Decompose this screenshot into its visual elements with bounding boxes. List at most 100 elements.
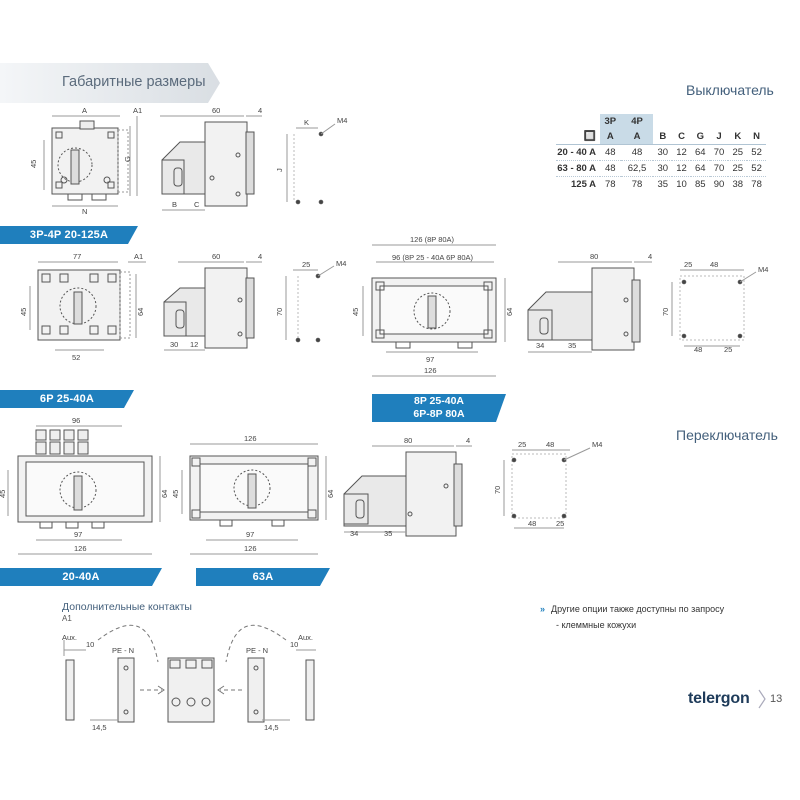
- dim-label: 48: [546, 440, 554, 449]
- table-col-b: B: [653, 129, 673, 145]
- dim-label: J: [275, 168, 284, 172]
- table-icon: 🔲: [556, 129, 600, 145]
- dim-label: M4: [336, 259, 346, 268]
- dim-label: 45: [351, 308, 360, 316]
- table-col-c: C: [672, 129, 691, 145]
- dim-label: 70: [493, 486, 502, 494]
- dim-label: 35: [384, 529, 392, 538]
- dim-label: M4: [592, 440, 602, 449]
- dim-label: 48: [528, 519, 536, 528]
- dim-label: 4: [648, 252, 652, 261]
- dim-label: 126: [244, 434, 257, 443]
- dim-label: G: [123, 156, 132, 162]
- drawing-20-40a-front: [7, 425, 161, 555]
- banner-8p: 8P 25-40A 6P-8P 80A: [372, 394, 506, 422]
- dim-label: 34: [536, 341, 544, 350]
- note-arrow-icon: »: [540, 604, 546, 614]
- dim-label: A1: [133, 106, 142, 115]
- dim-label: Aux.: [62, 633, 77, 642]
- dim-label: 96 (8P 25 - 40A 6P 80A): [392, 253, 474, 262]
- dim-label: 60: [212, 252, 220, 261]
- table-col-k: K: [728, 129, 748, 145]
- dim-label: 25: [302, 260, 310, 269]
- drawing-3p4p-mounting: [286, 123, 336, 205]
- dim-label: Aux.: [298, 633, 313, 642]
- page-number: 13: [770, 693, 783, 705]
- dim-label: 10: [290, 640, 298, 649]
- banner-6p: 6P 25-40A: [0, 390, 134, 408]
- dim-label: 52: [72, 353, 80, 362]
- note-line-1: »Другие опции также доступны по запросу: [540, 604, 725, 614]
- drawing-aux-contacts: [63, 624, 316, 723]
- header-tab: [0, 63, 220, 103]
- dim-label: PE - N: [246, 646, 268, 655]
- drawing-3p4p-front: [43, 115, 138, 207]
- dim-label: 70: [275, 308, 284, 316]
- drawing-changeover-side: [343, 445, 472, 537]
- dim-label: B: [172, 200, 177, 209]
- dim-label: 4: [466, 436, 470, 445]
- drawing-6p-side: [163, 261, 262, 351]
- table-head-3p: 3P: [600, 114, 621, 129]
- dimension-table: 3P 4P 🔲 A A B C G J K N 20 - 40 A 48 48 …: [556, 114, 766, 192]
- dim-label: N: [82, 207, 87, 216]
- dim-label: K: [304, 118, 309, 127]
- dim-label: 64: [326, 490, 335, 498]
- dim-label: 70: [661, 308, 670, 316]
- dim-label: A1: [134, 252, 143, 261]
- dim-label: 25: [556, 519, 564, 528]
- dim-label: 14,5: [92, 723, 107, 732]
- switch-section-title: Выключатель: [686, 82, 774, 98]
- dim-label: M4: [337, 116, 347, 125]
- drawing-3p4p-side: [160, 115, 262, 211]
- dim-label: 64: [505, 308, 514, 316]
- dim-label: 77: [73, 252, 81, 261]
- banner-63a: 63A: [196, 568, 330, 586]
- table-col-j: J: [709, 129, 729, 145]
- telergon-logo: telergon: [688, 690, 750, 707]
- dim-label: 96: [72, 416, 80, 425]
- chevron-right-icon: [758, 689, 766, 709]
- dim-label: 64: [160, 490, 169, 498]
- changeover-section-title: Переключатель: [676, 427, 778, 443]
- dim-label: 97: [426, 355, 434, 364]
- dim-label: 126: [424, 366, 437, 375]
- dim-label: 14,5: [264, 723, 279, 732]
- page-title: Габаритные размеры: [62, 74, 206, 90]
- table-col-a-3p: A: [600, 129, 621, 145]
- dim-label: 25: [724, 345, 732, 354]
- drawing-changeover-mounting: [503, 447, 591, 529]
- drawing-6p-mounting: [285, 265, 335, 343]
- dim-label: C: [194, 200, 200, 209]
- dim-label: M4: [758, 265, 768, 274]
- dim-label: 10: [86, 640, 94, 649]
- dim-label: 35: [568, 341, 576, 350]
- drawing-63a-front: [181, 443, 327, 555]
- banner-3p4p: 3P-4P 20-125A: [0, 226, 138, 244]
- table-col-a-4p: A: [620, 129, 654, 145]
- dim-label: 45: [19, 308, 28, 316]
- dim-label: 30: [170, 340, 178, 349]
- banner-8p-line2: 6P-8P 80A: [413, 408, 465, 420]
- dim-label: 97: [246, 530, 254, 539]
- note-line-2: - клеммные кожухи: [556, 620, 637, 630]
- drawing-6p-front: [29, 261, 146, 351]
- table-col-n: N: [747, 129, 766, 145]
- dim-label: 25: [684, 260, 692, 269]
- dim-label: 126: [244, 544, 257, 553]
- dim-label: 80: [404, 436, 412, 445]
- dim-label: PE - N: [112, 646, 134, 655]
- dim-label: 48: [694, 345, 702, 354]
- dim-label: 64: [136, 308, 145, 316]
- aux-title: Дополнительные контакты: [62, 601, 192, 613]
- table-row: 125 A 78 78 35 10 85 90 38 78: [556, 176, 766, 192]
- dim-label: 126 (8P 80A): [410, 235, 455, 244]
- dim-label: 34: [350, 529, 358, 538]
- dim-label: 4: [258, 252, 262, 261]
- banner-8p-line1: 8P 25-40A: [413, 395, 464, 407]
- dim-label: 126: [74, 544, 87, 553]
- drawing-8p-mounting: [671, 269, 757, 347]
- banner-20-40a: 20-40A: [0, 568, 162, 586]
- dim-label: 45: [0, 490, 7, 498]
